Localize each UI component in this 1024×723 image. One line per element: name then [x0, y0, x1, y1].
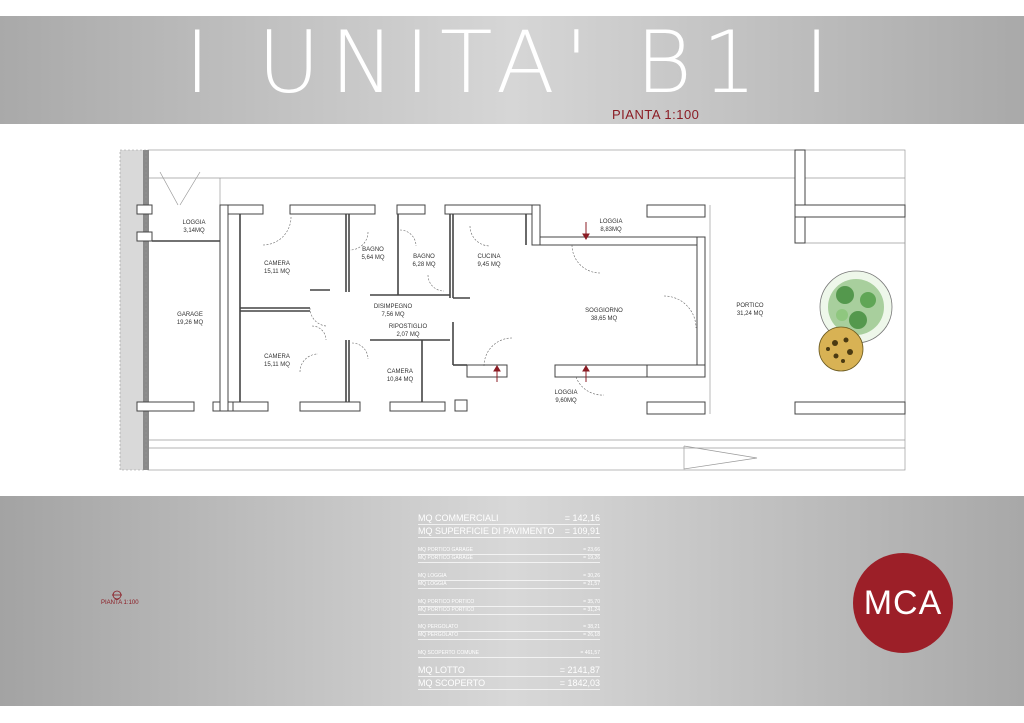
room-cucina-area: 9,45 MQ: [477, 262, 500, 268]
room-loggia-top-area: 8,83MQ: [600, 227, 622, 233]
room-camera-small-name: CAMERA: [387, 369, 413, 375]
mca-logo: MCA: [853, 553, 953, 653]
door-swings: [262, 216, 697, 396]
room-loggia-bottom-area: 9,60MQ: [555, 398, 577, 404]
room-portico-name: PORTICO: [736, 303, 764, 309]
tree-icon: [819, 270, 893, 344]
room-ripostiglio-name: RIPOSTIGLIO: [389, 324, 428, 330]
room-garage-area: 19,26 MQ: [177, 320, 204, 326]
room-camera-top-area: 15,11 MQ: [264, 269, 290, 275]
room-bagno-1-area: 5,64 MQ: [361, 255, 384, 261]
floor-plan: LOGGIA 3,14MQ GARAGE 19,26 MQ CAMERA 15,…: [119, 149, 906, 471]
boundary-wall-hatch: [119, 149, 149, 471]
stat-row: MQ SCOPERTO = 1842,03: [418, 678, 600, 690]
entrance-arrows: [493, 222, 590, 382]
stat-row: MQ LOGGIA = 21,57: [418, 581, 600, 589]
stat-row: MQ PORTICO GARAGE = 19,26: [418, 555, 600, 563]
room-loggia-small-area: 3,14MQ: [183, 228, 205, 234]
site-outline: [147, 149, 906, 471]
walls: [136, 149, 906, 415]
room-camera-bottom-area: 15,11 MQ: [264, 362, 290, 368]
room-camera-small-area: 10,84 MQ: [387, 377, 414, 383]
room-cucina-name: CUCINA: [477, 254, 500, 260]
plan-scale-label: PIANTA 1:100: [612, 107, 700, 122]
shrub-icon: [818, 326, 864, 372]
room-ripostiglio-area: 2,07 MQ: [396, 332, 419, 338]
room-bagno-2-name: BAGNO: [413, 254, 435, 260]
room-disimpegno-name: DISIMPEGNO: [374, 304, 413, 310]
stat-row: MQ PERGOLATO = 38,21: [418, 624, 600, 632]
room-portico-area: 31,24 MQ: [737, 311, 764, 317]
stat-row: MQ PERGOLATO = 26,18: [418, 632, 600, 640]
page-title: I UNITA' B1 I: [184, 13, 840, 113]
stat-row: MQ PORTICO PORTICO = 31,24: [418, 607, 600, 615]
room-garage-name: GARAGE: [177, 312, 203, 318]
room-soggiorno-name: SOGGIORNO: [585, 308, 623, 314]
header-banner: [0, 16, 1024, 124]
room-camera-bottom-name: CAMERA: [264, 354, 290, 360]
room-loggia-bottom-name: LOGGIA: [554, 390, 577, 396]
room-loggia-top-name: LOGGIA: [599, 219, 622, 225]
interior-walls: [152, 214, 527, 402]
stat-row: MQ LOGGIA = 30,26: [418, 573, 600, 581]
room-loggia-small-name: LOGGIA: [182, 220, 205, 226]
room-disimpegno-area: 7,56 MQ: [381, 312, 404, 318]
stat-row: MQ PORTICO GARAGE = 23,66: [418, 547, 600, 555]
stat-row: MQ COMMERCIALI = 142,16: [418, 513, 600, 525]
room-labels: LOGGIA 3,14MQ GARAGE 19,26 MQ CAMERA 15,…: [177, 219, 764, 404]
footer-scale-label: PIANTA 1:100: [101, 600, 139, 606]
room-soggiorno-area: 38,65 MQ: [591, 316, 618, 322]
room-camera-top-name: CAMERA: [264, 261, 290, 267]
scale-marker-icon: [112, 590, 122, 600]
stat-row: MQ SCOPERTO COMUNE = 461,57: [418, 650, 600, 658]
room-bagno-2-area: 6,28 MQ: [412, 262, 435, 268]
stat-row: MQ SUPERFICIE DI PAVIMENTO = 109,91: [418, 526, 600, 538]
stat-row: MQ PORTICO PORTICO = 35,70: [418, 599, 600, 607]
room-bagno-1-name: BAGNO: [362, 247, 384, 253]
stat-row: MQ LOTTO = 2141,87: [418, 665, 600, 677]
